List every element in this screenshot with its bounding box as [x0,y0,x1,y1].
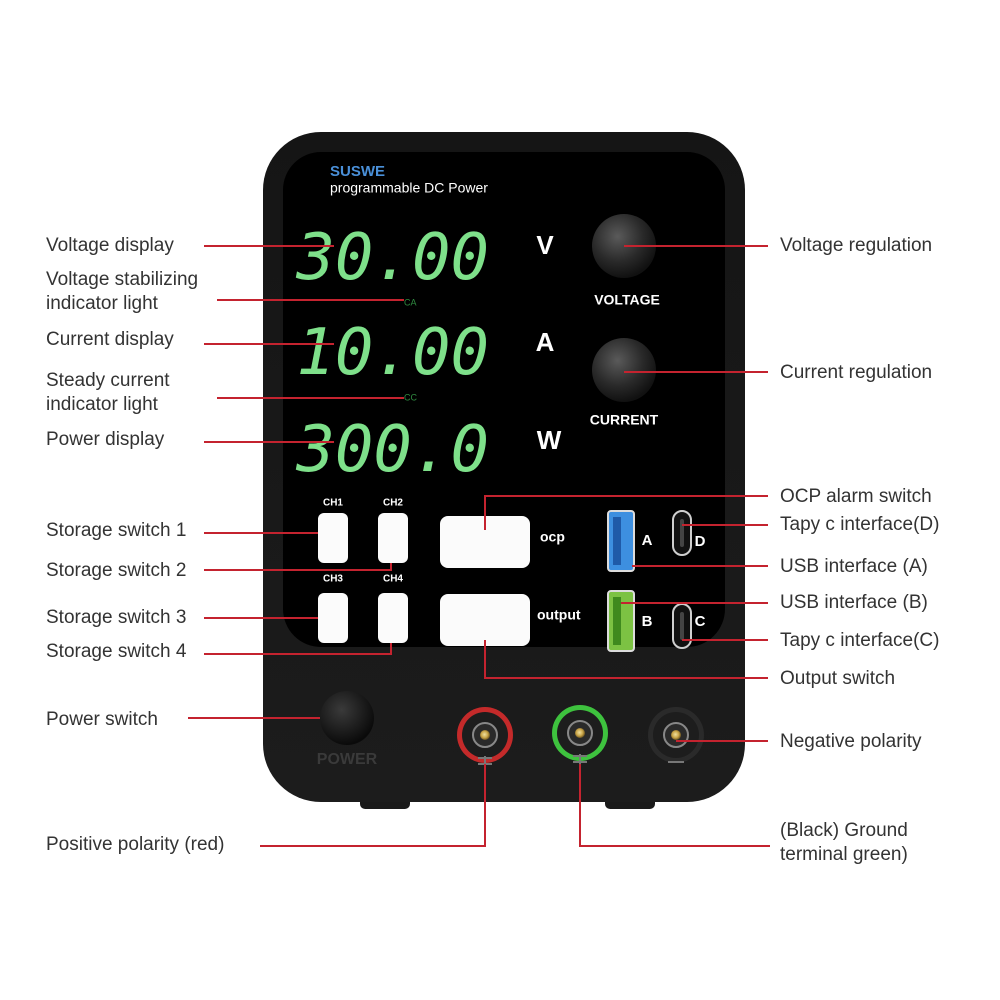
unit-v: V [536,230,554,260]
ch3-label: CH3 [323,574,343,585]
negative-terminal[interactable] [648,707,704,763]
callout-voltage-display: Voltage display [46,235,174,256]
port-a-label: A [642,532,653,549]
output-button[interactable] [440,594,530,646]
output-label: output [537,607,581,623]
cc-indicator: CC [404,392,417,402]
port-d-label: D [695,533,706,550]
type-c-port-d-inner [680,519,684,547]
port-b-label: B [642,613,653,630]
positive-terminal[interactable] [457,707,513,772]
current-knob-label: CURRENT [590,412,659,428]
ch4-label: CH4 [383,574,403,585]
callout-output-switch: Output switch [780,668,895,689]
callout-steady-current-1: Steady current [46,370,170,391]
storage-button-2[interactable] [378,513,408,563]
callout-ocp-alarm: OCP alarm switch [780,486,932,507]
callout-labels: Voltage display Voltage stabilizing indi… [46,235,939,865]
ocp-label: ocp [540,529,565,545]
callout-power-switch: Power switch [46,709,158,730]
unit-a: A [536,327,555,357]
callout-storage-2: Storage switch 2 [46,560,186,581]
ch2-label: CH2 [383,498,403,509]
callout-current-regulation: Current regulation [780,362,932,383]
power-display: 300.0 [295,413,489,487]
cv-indicator: CA [404,297,417,307]
callout-steady-current-2: indicator light [46,394,159,415]
callout-voltage-regulation: Voltage regulation [780,235,932,256]
callout-lines [188,245,770,847]
callout-usb-b: USB interface (B) [780,592,928,613]
callout-type-c-d: Tapy c interface(D) [780,514,939,535]
ch1-label: CH1 [323,498,343,509]
callout-current-display: Current display [46,329,174,350]
brand-name: SUSWE [330,163,385,180]
callout-negative: Negative polarity [780,731,922,752]
ground-terminal[interactable] [552,705,608,770]
storage-button-4[interactable] [378,593,408,643]
callout-storage-1: Storage switch 1 [46,520,186,541]
current-knob[interactable] [592,338,656,402]
usb-port-b-tongue [613,597,621,645]
callout-voltage-stab-1: Voltage stabilizing [46,269,198,290]
current-display: 10.00 [296,316,489,390]
voltage-display: 30.00 [295,221,489,295]
brand-subtitle: programmable DC Power [330,180,488,196]
usb-port-a-tongue [613,517,621,565]
ocp-button[interactable] [440,516,530,568]
type-c-port-c-inner [680,612,684,640]
callout-ground-2: terminal green) [780,844,908,865]
callout-voltage-stab-2: indicator light [46,293,159,314]
power-button[interactable] [320,691,374,745]
callout-type-c-c: Tapy c interface(C) [780,630,939,651]
unit-w: W [537,425,562,455]
callout-storage-4: Storage switch 4 [46,641,187,662]
voltage-knob-label: VOLTAGE [594,292,660,308]
callout-positive: Positive polarity (red) [46,834,224,855]
callout-ground-1: (Black) Ground [780,820,908,841]
storage-button-1[interactable] [318,513,348,563]
port-c-label: C [695,613,706,630]
callout-power-display: Power display [46,429,165,450]
power-label: POWER [317,751,378,768]
storage-button-3[interactable] [318,593,348,643]
callout-usb-a: USB interface (A) [780,556,928,577]
callout-storage-3: Storage switch 3 [46,607,186,628]
